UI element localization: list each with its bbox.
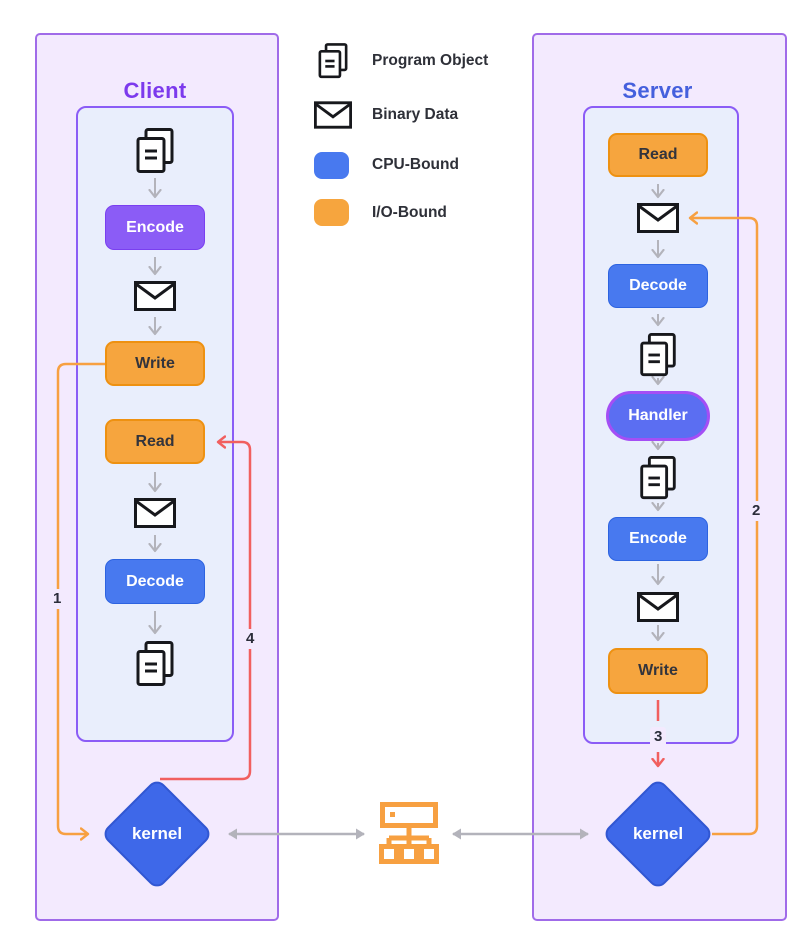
binary-data-icon [637,203,679,233]
legend-item-label: I/O-Bound [372,204,447,221]
server-title: Server [622,78,693,103]
client-write-label: Write [135,354,175,372]
binary-data-icon [134,498,176,528]
client-encode-step: Encode [105,205,205,250]
client-decode-label: Decode [126,572,184,590]
client-kernel-label: kernel [131,824,183,843]
server-write-label: Write [638,662,678,679]
binary-data-icon [637,592,679,622]
flow-label-4: 4 [242,629,259,649]
server-read-step: Read [608,133,708,177]
client-kernel-node: kernel [100,777,214,891]
server-read-label: Read [638,146,678,163]
legend-item-label: Program Object [372,52,489,69]
client-title: Client [123,78,187,103]
io-bound-swatch [314,199,349,226]
server-encode-label: Encode [629,530,687,547]
server-encode-step: Encode [608,517,708,561]
server-kernel-label: kernel [632,824,684,843]
program-object-icon [133,640,177,688]
binary-data-icon [313,101,353,129]
server-handler-step: Handler [606,391,710,441]
legend-item-label: CPU-Bound [372,156,459,173]
server-write-step: Write [608,648,708,694]
flow-label-1: 1 [49,589,66,609]
client-read-label: Read [135,432,175,450]
flow-label-2: 2 [748,501,765,521]
flow-label-3: 3 [650,727,667,747]
client-encode-label: Encode [126,218,184,236]
client-write-step: Write [105,341,205,386]
program-object-icon [133,127,177,175]
program-object-icon [316,42,350,80]
network-icon [379,801,439,865]
cpu-bound-swatch [314,152,349,179]
binary-data-icon [134,281,176,311]
server-handler-label: Handler [628,407,688,424]
legend-item-label: Binary Data [372,106,459,123]
program-object-icon [636,455,680,501]
program-object-icon [636,332,680,378]
server-kernel-node: kernel [601,777,715,891]
client-decode-step: Decode [105,559,205,604]
server-decode-label: Decode [629,277,687,294]
server-decode-step: Decode [608,264,708,308]
client-read-step: Read [105,419,205,464]
